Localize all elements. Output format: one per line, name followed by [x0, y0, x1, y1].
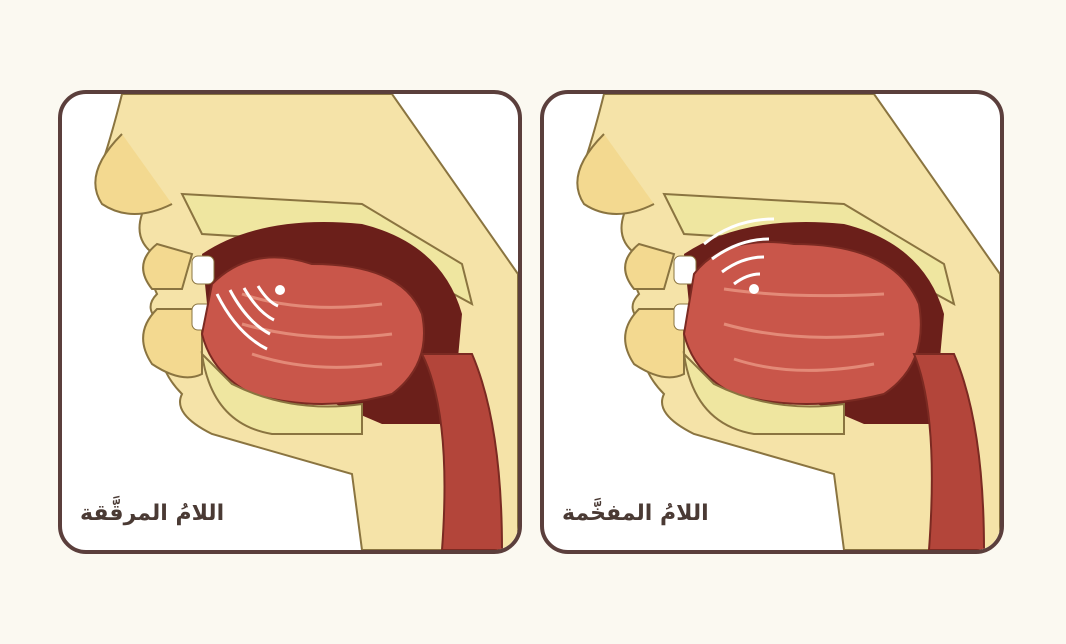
- light-lam-panel: اللامُ المرقَّقة: [58, 90, 522, 554]
- tongue: [682, 241, 922, 405]
- mandible: [200, 351, 363, 435]
- caption-heavy-lam: اللامُ المفخَّمة: [562, 501, 709, 526]
- upper-lip: [624, 242, 676, 290]
- upper-lip: [142, 242, 194, 290]
- airflow-arcs: [215, 285, 279, 351]
- upper-teeth: [191, 255, 215, 285]
- hard-palate: [662, 192, 956, 306]
- caption-light-lam: اللامُ المرقَّقة: [80, 501, 225, 526]
- nose: [94, 133, 173, 215]
- pharynx: [420, 353, 504, 550]
- pharynx: [912, 353, 986, 550]
- tongue: [200, 256, 425, 405]
- airflow-arcs: [703, 217, 775, 286]
- articulation-point: [275, 285, 285, 295]
- nose: [576, 133, 655, 215]
- heavy-lam-head-cross-section: [576, 94, 1000, 550]
- lower-lip: [624, 308, 685, 379]
- tongue-texture: [723, 287, 885, 372]
- light-lam-head-cross-section: [94, 94, 518, 550]
- mandible: [682, 351, 845, 435]
- articulation-point: [749, 284, 759, 294]
- lower-lip: [142, 308, 203, 379]
- heavy-lam-panel: اللامُ المفخَّمة: [540, 90, 1004, 554]
- hard-palate: [180, 192, 474, 306]
